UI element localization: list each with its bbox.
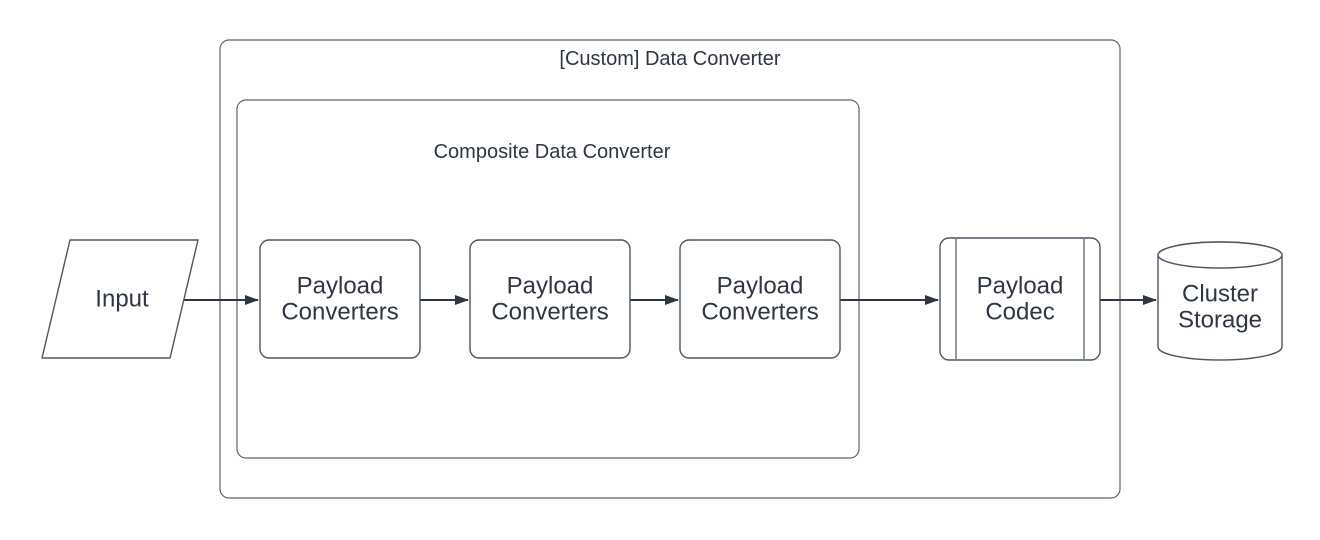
node-payload-codec: Payload Codec (939, 237, 1101, 361)
node-payload-converters-1: Payload Converters (259, 239, 421, 359)
cluster-storage-label-line2: Storage (1178, 307, 1262, 334)
payload-codec-label-line1: Payload (977, 273, 1064, 300)
composite-data-converter-label: Composite Data Converter (434, 141, 671, 163)
node-cluster-storage: Cluster Storage (1157, 241, 1283, 361)
payload-converters-1-label-line1: Payload (297, 273, 384, 300)
payload-converters-1-label-line2: Converters (281, 299, 398, 326)
payload-converters-3-label-line2: Converters (701, 299, 818, 326)
payload-codec-label-line2: Codec (985, 299, 1054, 326)
input-shape (41, 239, 199, 359)
cluster-storage-top-rim (1157, 241, 1283, 269)
payload-converters-3-shape (679, 239, 841, 359)
payload-converters-3-label-line1: Payload (717, 273, 804, 300)
payload-codec-shape (939, 237, 1101, 361)
node-payload-converters-3: Payload Converters (679, 239, 841, 359)
input-label: Input (95, 286, 149, 313)
cluster-storage-label-line1: Cluster (1182, 281, 1258, 308)
payload-converters-2-label-line2: Converters (491, 299, 608, 326)
payload-converters-1-shape (259, 239, 421, 359)
node-input: Input (41, 239, 199, 359)
payload-converters-2-shape (469, 239, 631, 359)
custom-data-converter-label: [Custom] Data Converter (559, 48, 781, 70)
node-payload-converters-2: Payload Converters (469, 239, 631, 359)
payload-converters-2-label-line1: Payload (507, 273, 594, 300)
